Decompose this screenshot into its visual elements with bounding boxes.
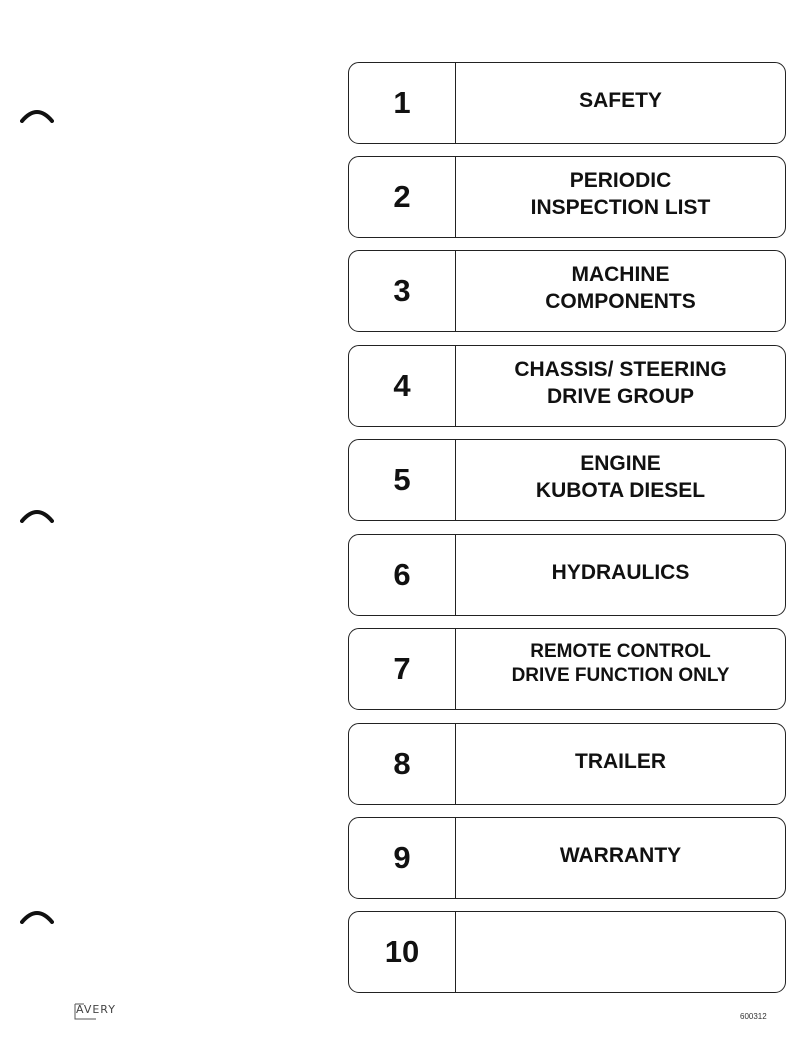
binder-hole-top-icon: [20, 110, 54, 123]
avery-logo: AVERY: [74, 1001, 128, 1021]
tab-label: CHASSIS/ STEERING DRIVE GROUP: [514, 358, 727, 408]
tab-10-blank[interactable]: 10: [348, 911, 786, 993]
tab-warranty[interactable]: 9 WARRANTY: [348, 817, 786, 899]
binder-hole-bottom-icon: [20, 911, 54, 924]
tab-label: TRAILER: [575, 750, 666, 773]
tab-trailer[interactable]: 8 TRAILER: [348, 723, 786, 805]
tab-number: 6: [349, 535, 456, 615]
tab-number: 1: [349, 63, 456, 143]
tab-hydraulics[interactable]: 6 HYDRAULICS: [348, 534, 786, 616]
tab-label: WARRANTY: [559, 844, 682, 867]
tab-label: HYDRAULICS: [551, 561, 690, 584]
tab-safety[interactable]: 1 SAFETY: [348, 62, 786, 144]
tab-machine-components[interactable]: 3 MACHINE COMPONENTS: [348, 250, 786, 332]
tab-chassis-steering-drive-group[interactable]: 4 CHASSIS/ STEERING DRIVE GROUP: [348, 345, 786, 427]
tab-remote-control-drive-function[interactable]: 7 REMOTE CONTROL DRIVE FUNCTION ONLY: [348, 628, 786, 710]
binder-hole-middle-icon: [20, 510, 54, 523]
tab-number: 2: [349, 157, 456, 237]
tab-periodic-inspection-list[interactable]: 2 PERIODIC INSPECTION LIST: [348, 156, 786, 238]
tab-number: 9: [349, 818, 456, 898]
tab-number: 3: [349, 251, 456, 331]
tab-number: 4: [349, 346, 456, 426]
tab-number: 10: [349, 912, 456, 992]
brand-text: AVERY: [76, 1003, 116, 1016]
avery-logo-frame-icon: [74, 1003, 96, 1020]
tab-number: 8: [349, 724, 456, 804]
tab-label: ENGINE KUBOTA DIESEL: [535, 452, 706, 502]
tab-number: 5: [349, 440, 456, 520]
tab-label: REMOTE CONTROL DRIVE FUNCTION ONLY: [511, 641, 730, 686]
tab-number: 7: [349, 629, 456, 709]
tab-label: MACHINE COMPONENTS: [545, 263, 696, 313]
tab-label: [456, 912, 785, 992]
tab-label: SAFETY: [579, 89, 662, 112]
document-code: 600312: [740, 1012, 767, 1021]
tab-engine-kubota-diesel[interactable]: 5 ENGINE KUBOTA DIESEL: [348, 439, 786, 521]
tab-label: PERIODIC INSPECTION LIST: [530, 169, 711, 219]
